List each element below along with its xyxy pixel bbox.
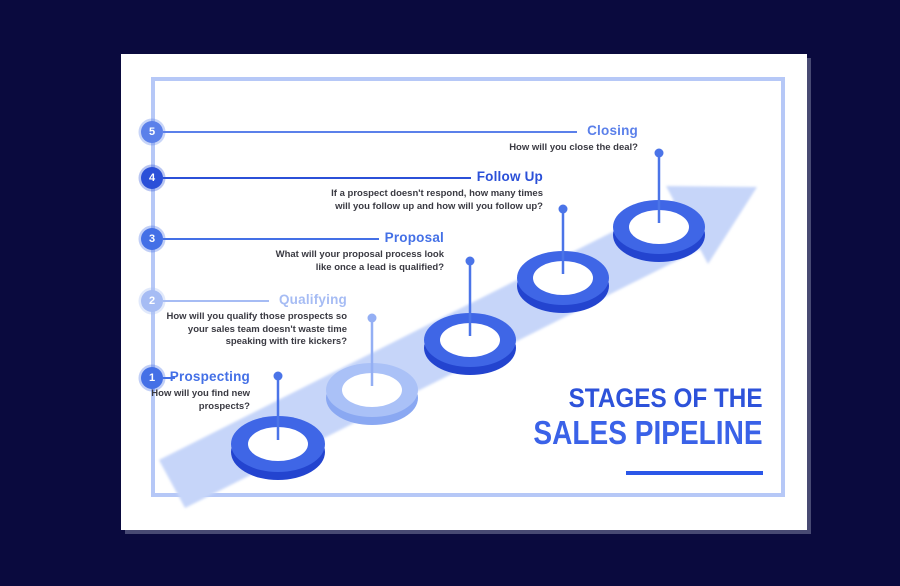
stage-number: 3	[148, 233, 156, 245]
stage-number-badge: 2	[141, 290, 163, 312]
stage-closing: 5 Closing How will you close the deal?	[121, 54, 807, 530]
stage-label: Follow Up	[476, 169, 543, 184]
stage-connector-line	[163, 177, 471, 179]
title-underline	[626, 471, 763, 475]
stage-number: 1	[148, 372, 156, 384]
title-line-2: SALES PIPELINE	[533, 414, 763, 451]
stage-number-badge: 4	[141, 167, 163, 189]
stage-number-badge: 3	[141, 228, 163, 250]
infographic-card: 5 Closing How will you close the deal? 4…	[121, 54, 807, 530]
stage-connector-line	[163, 131, 577, 133]
stage-number: 2	[148, 295, 156, 307]
stage-number-badge: 1	[141, 367, 163, 389]
stage-number: 5	[148, 126, 156, 138]
title-line-1: STAGES OF THE	[569, 383, 763, 413]
stage-description: How will you close the deal?	[509, 142, 638, 153]
main-title: STAGES OF THE SALES PIPELINE	[493, 383, 763, 451]
stage-number: 4	[148, 172, 156, 184]
stage-prospecting: 1 Prospecting How will you find new pros…	[121, 54, 807, 530]
stage-number-badge: 5	[141, 121, 163, 143]
stage-label: Closing	[587, 123, 638, 138]
stage-label: Prospecting	[169, 369, 250, 384]
stage-description: How will you find new prospects?	[151, 388, 250, 412]
